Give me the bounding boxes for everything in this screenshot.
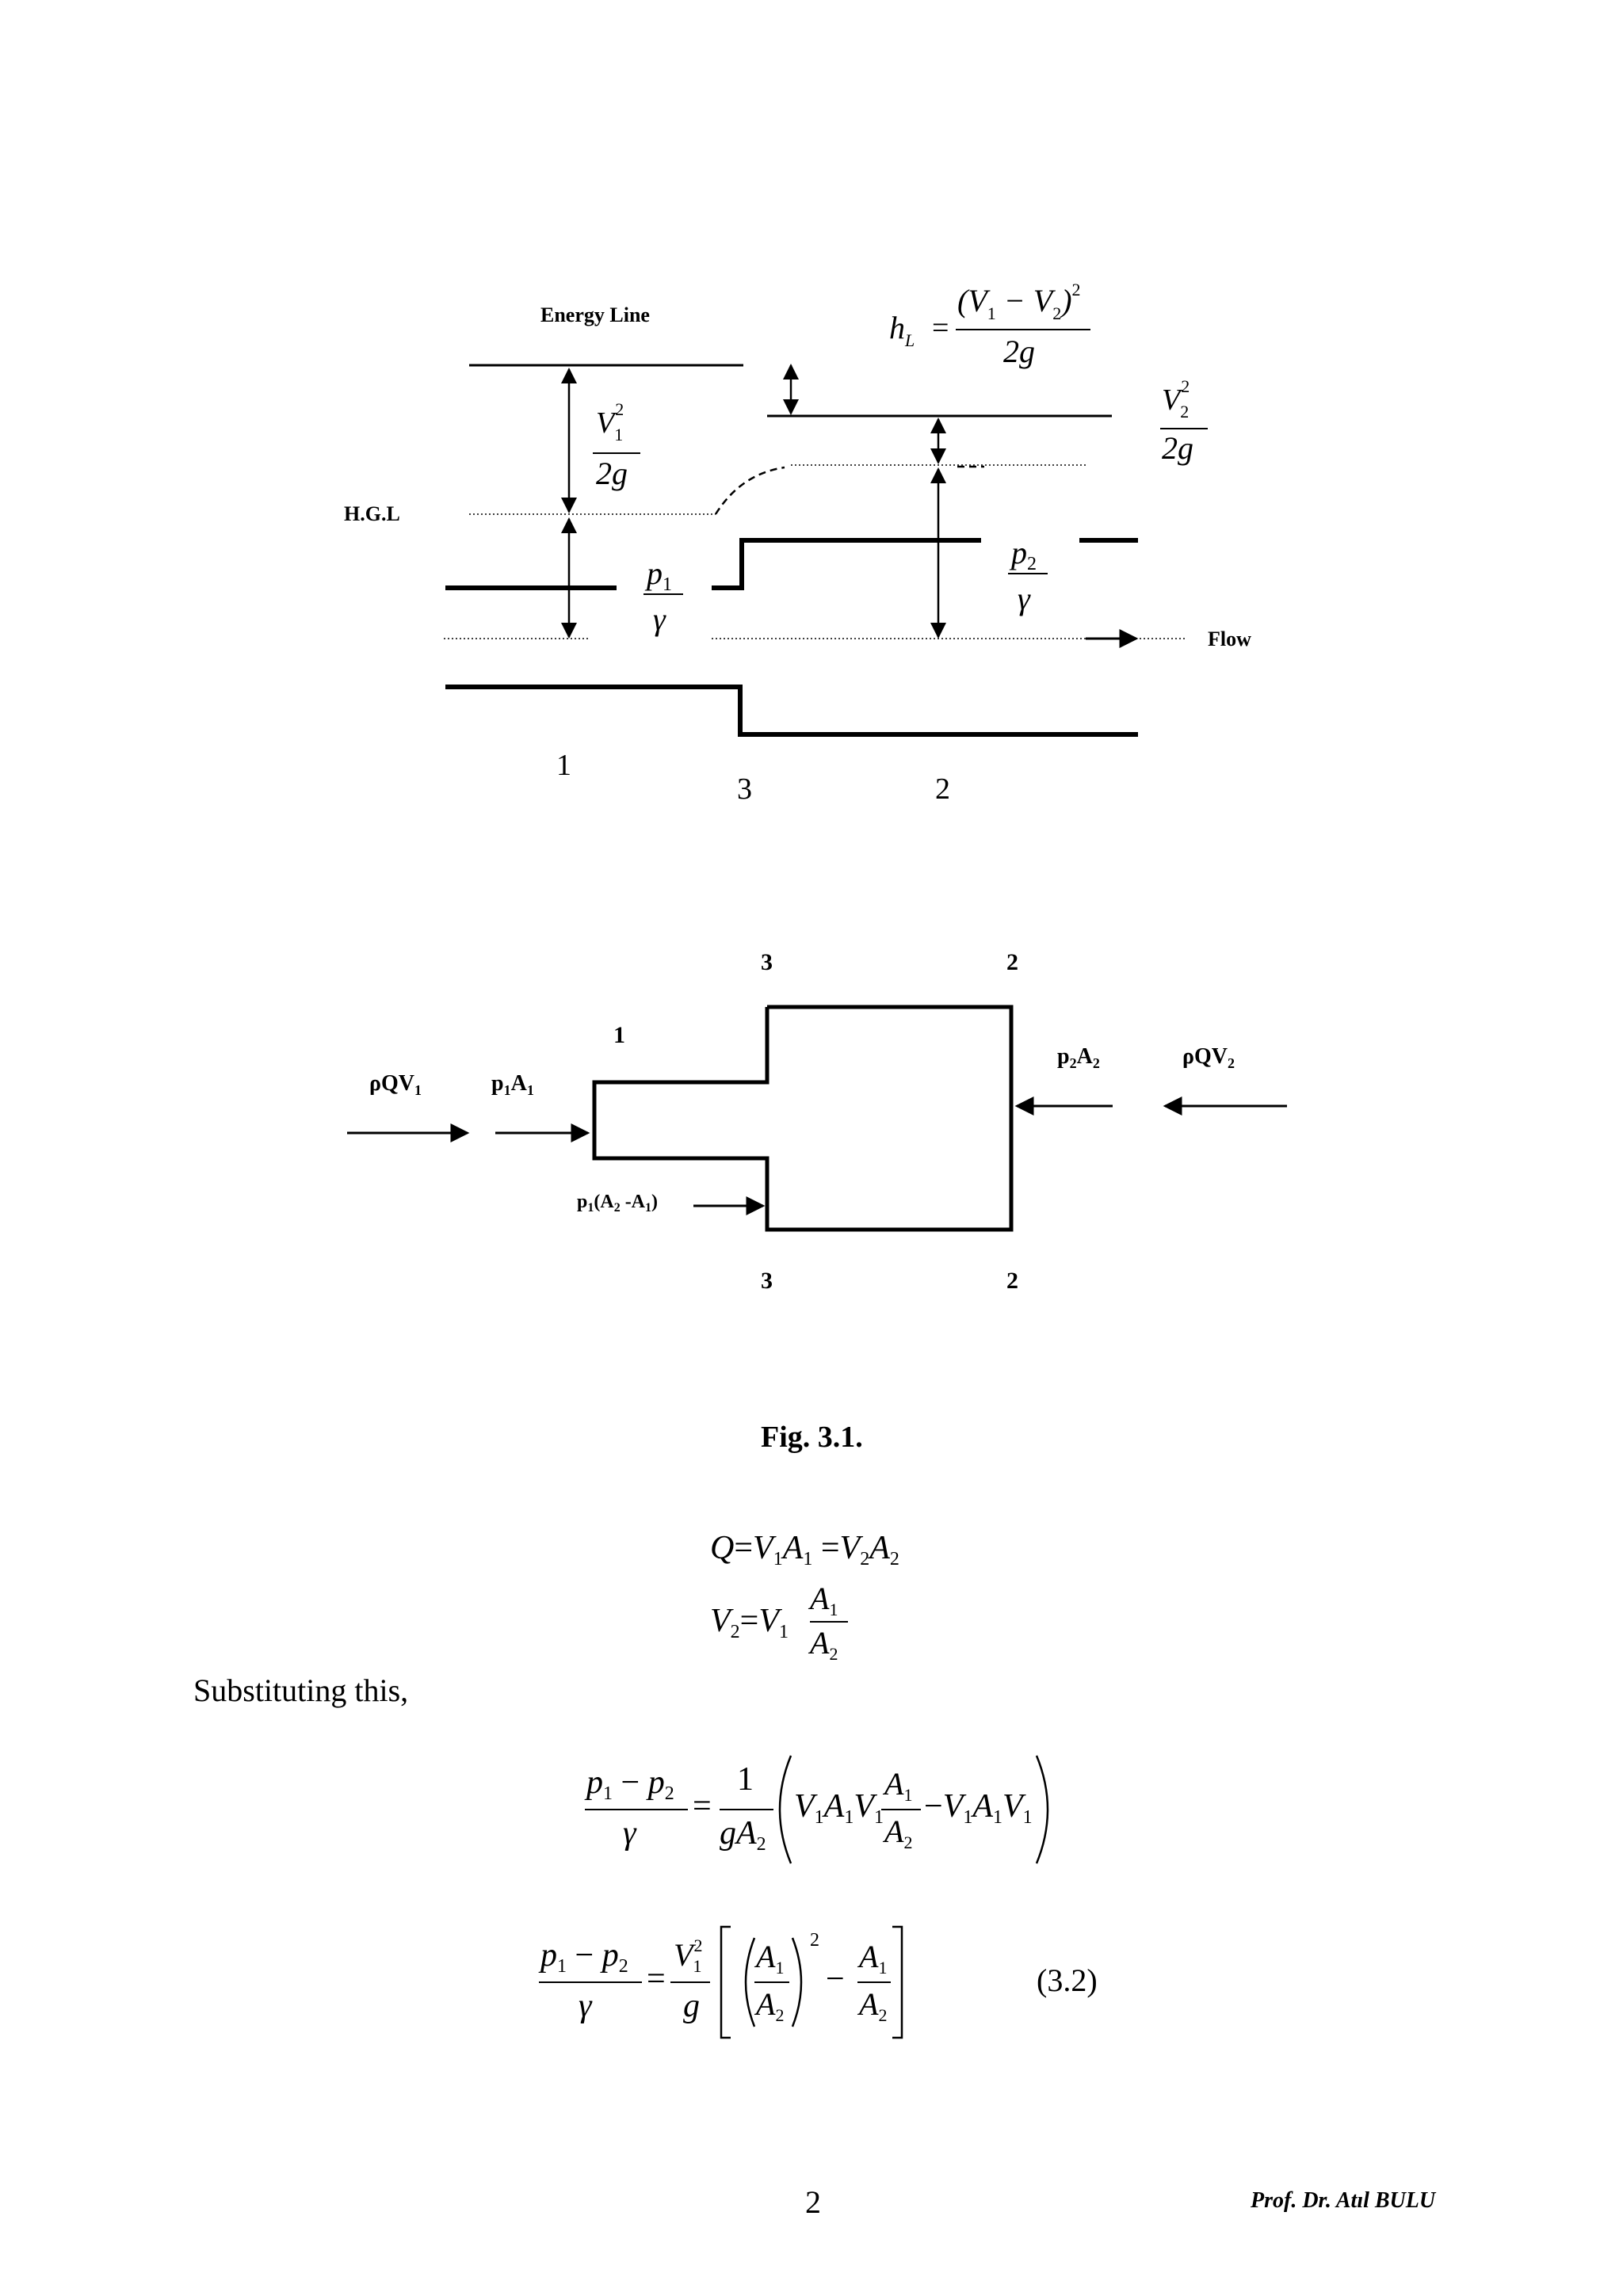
hl-numerator: (V1 − V2)2 (957, 280, 1081, 323)
cv-label-3-bottom: 3 (761, 1268, 773, 1294)
cv-label-3-top: 3 (761, 949, 773, 975)
eq-v2-den: A2 (810, 1625, 838, 1664)
hgl-label: H.G.L (344, 502, 400, 525)
eq2-right-bracket (892, 1925, 903, 2039)
eq1-lhs-num: p1 − p2 (586, 1764, 674, 1804)
section-label-1: 1 (556, 749, 571, 782)
eq-v2-num: A1 (810, 1581, 838, 1619)
page-number: 2 (805, 2184, 821, 2220)
eq2-minus: − (826, 1961, 845, 1997)
pipe-lower-wall (445, 685, 1138, 737)
p1-numerator: p1 (647, 555, 672, 595)
hl-lhs: hL (889, 310, 915, 350)
p1a1-label: p1A1 (491, 1071, 534, 1098)
hl-equals: = (932, 311, 949, 345)
flow-label: Flow (1208, 627, 1251, 650)
section-label-2: 2 (935, 772, 950, 806)
eq-v2-lhs: V2=V1 (710, 1603, 789, 1642)
figure-caption: Fig. 3.1. (761, 1421, 863, 1454)
p2-numerator: p2 (1011, 535, 1037, 574)
energy-line-label: Energy Line (540, 303, 650, 326)
eq1-left-paren (778, 1755, 792, 1864)
eq2-inner-num-1: A1 (756, 1939, 785, 1978)
p2-denominator: γ (1018, 581, 1030, 616)
cv-label-1: 1 (613, 1022, 625, 1048)
eq2-inner-den-2: A2 (859, 1986, 888, 2025)
eq1-inner-term: V1A1V1 (794, 1788, 884, 1828)
body-text-substituting: Substituting this, (193, 1672, 409, 1708)
eq2-equals: = (647, 1961, 666, 1997)
eq1-lhs-den: γ (623, 1815, 636, 1852)
eq2-lhs-den: γ (579, 1988, 592, 2024)
author-footer: Prof. Dr. Atıl BULU (1251, 2188, 1436, 2213)
eq1-right-paren (1035, 1755, 1049, 1864)
eq1-inner-term-2: −V1A1V1 (924, 1788, 1033, 1828)
rhoqv1-label: ρQV1 (369, 1071, 422, 1098)
eq1-inner-den: A2 (884, 1814, 913, 1852)
eq2-square: 2 (810, 1930, 819, 1951)
control-volume-outline (592, 1005, 1014, 1232)
equation-number: (3.2) (1037, 1962, 1098, 1998)
pipe-upper-wall-expansion (712, 538, 981, 590)
v1sq-numerator: V12 (596, 399, 624, 444)
v2sq-denominator: 2g (1162, 430, 1193, 466)
eq2-lhs-num: p1 − p2 (540, 1937, 628, 1977)
p2a2-label: p2A2 (1057, 1044, 1100, 1071)
eq2-inner-right-paren (791, 1937, 803, 2027)
eq2-inner-den-1: A2 (756, 1986, 785, 2025)
hl-denominator: 2g (1003, 334, 1035, 369)
section-label-3: 3 (737, 772, 752, 806)
v2sq-numerator: V22 (1162, 376, 1190, 421)
eq1-equals: = (693, 1788, 712, 1825)
eq2-rhs-num: V12 (674, 1936, 703, 1976)
p1a2a1-label: p1(A2 -A1) (577, 1192, 659, 1215)
v1sq-denominator: 2g (596, 456, 628, 491)
eq2-inner-left-paren (744, 1937, 756, 2027)
eq2-rhs-den: g (683, 1988, 700, 2024)
cv-label-2-top: 2 (1006, 949, 1018, 975)
rhoqv2-label: ρQV2 (1182, 1044, 1235, 1071)
hgl-transition-curve (714, 466, 785, 515)
p1-denominator: γ (653, 601, 666, 637)
eq1-rhs-den: gA2 (720, 1815, 766, 1855)
eq2-inner-num-2: A1 (859, 1939, 888, 1978)
cv-label-2-bottom: 2 (1006, 1268, 1018, 1294)
eq-continuity: Q=V1A1 =V2A2 (710, 1530, 899, 1569)
eq2-left-bracket (720, 1925, 731, 2039)
eq1-rhs-num: 1 (737, 1761, 754, 1798)
eq1-inner-num: A1 (884, 1766, 913, 1805)
